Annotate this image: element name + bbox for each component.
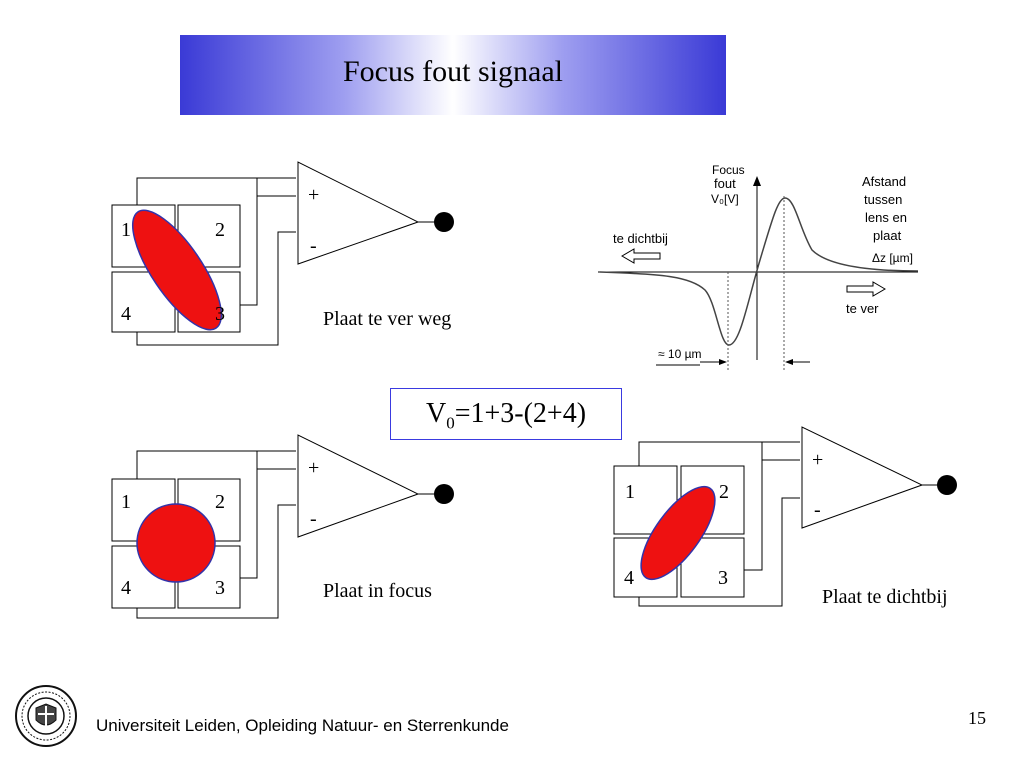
wire-plus [240, 178, 258, 306]
formula-box: V0=1+3-(2+4) [390, 388, 622, 440]
right-label-line-2: tussen [864, 192, 902, 207]
opamp-minus: - [814, 499, 821, 521]
ylabel-line-1: Focus [712, 163, 745, 177]
right-arrow-label: te ver [846, 301, 879, 316]
quadrant-label-4: 4 [121, 303, 131, 325]
right-label-line-5: Δz [µm] [872, 251, 913, 265]
right-label-line-1: Afstand [862, 174, 906, 189]
wire-bottom [136, 231, 296, 346]
wire-bottom [136, 504, 296, 619]
quadrant-label-3: 3 [215, 303, 225, 325]
quadrant-label-2: 2 [719, 481, 729, 503]
title-banner: Focus fout signaal [180, 35, 726, 115]
quadrant-label-3: 3 [215, 577, 225, 599]
wire-top [638, 441, 800, 466]
formula-expression: =1+3-(2+4) [454, 398, 587, 429]
output-dot [937, 475, 957, 495]
arrow-left-icon [621, 248, 661, 264]
wire-plus [744, 442, 763, 571]
formula-v: V [425, 398, 447, 429]
university-seal-icon [15, 685, 77, 747]
quadrant-label-2: 2 [215, 491, 225, 513]
detector-focus [111, 434, 438, 619]
scale-arrow-left-icon [785, 359, 793, 365]
ylabel-line-2: fout [714, 176, 736, 191]
ylabel-line-3: V₀[V] [711, 192, 739, 206]
formula-subscript: 0 [446, 413, 455, 433]
right-label-line-4: plaat [873, 228, 902, 243]
focus-error-graph: ≈ 10 µm Focus fout V₀[V] Afstand tussen … [598, 163, 919, 370]
left-arrow-label: te dichtbij [613, 231, 668, 246]
light-spot [640, 485, 716, 581]
right-label-line-3: lens en [865, 210, 907, 225]
quadrant-label-2: 2 [215, 219, 225, 241]
output-dot [434, 212, 454, 232]
wire-top [136, 450, 296, 479]
opamp-minus: - [310, 235, 317, 257]
page-number: 15 [968, 708, 986, 728]
scale-label: ≈ 10 µm [658, 347, 702, 361]
quadrant-label-1: 1 [121, 491, 131, 513]
opamp-minus: - [310, 508, 317, 530]
slide-title: Focus fout signaal [343, 55, 563, 88]
opamp-plus: + [308, 184, 319, 206]
opamp-plus: + [812, 449, 823, 471]
output-dot [434, 484, 454, 504]
wire-top [136, 177, 296, 205]
focus-error-curve [599, 197, 919, 346]
quadrant-label-1: 1 [625, 481, 635, 503]
arrow-right-icon [846, 281, 886, 297]
footer-text: Universiteit Leiden, Opleiding Natuur- e… [96, 716, 509, 735]
light-spot [136, 503, 216, 583]
opamp [297, 434, 420, 538]
opamp [297, 161, 420, 265]
quadrant-label-3: 3 [718, 567, 728, 589]
y-axis-arrow-icon [753, 176, 761, 186]
quadrant-label-4: 4 [624, 567, 634, 589]
quadrant-label-4: 4 [121, 577, 131, 599]
wire-plus [240, 451, 258, 579]
caption-near: Plaat te dichtbij [822, 586, 948, 608]
quadrant-label-1: 1 [121, 219, 131, 241]
caption-far: Plaat te ver weg [323, 308, 451, 330]
detector-near [613, 426, 940, 607]
caption-focus: Plaat in focus [323, 580, 432, 602]
light-spot [131, 209, 223, 331]
wire-bottom [638, 497, 800, 607]
scale-arrow-right-icon [719, 359, 727, 365]
opamp-plus: + [308, 457, 319, 479]
opamp [801, 426, 924, 529]
